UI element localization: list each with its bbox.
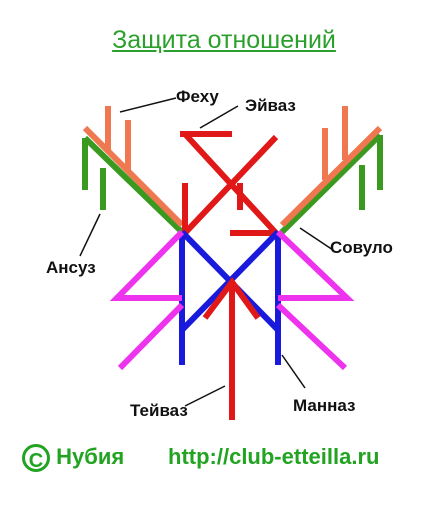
footer-author: C Нубия xyxy=(22,444,125,473)
label-eyvaz: Эйваз xyxy=(245,96,296,115)
ansuz-rune xyxy=(82,132,383,235)
fehu-rune xyxy=(82,106,383,228)
label-teyvaz: Тейваз xyxy=(130,401,188,420)
leader-lines xyxy=(79,97,334,407)
author-name: Нубия xyxy=(56,444,125,469)
label-sovulo: Совуло xyxy=(330,238,393,257)
site-url[interactable]: http://club-etteilla.ru xyxy=(168,444,380,469)
sovulo-rune xyxy=(109,229,355,371)
teyvaz-rune xyxy=(202,276,261,420)
label-ansuz: Ансуз xyxy=(46,258,96,277)
label-fehu: Феху xyxy=(176,87,219,106)
label-mannaz: Манназ xyxy=(293,396,356,415)
page-title: Защита отношений xyxy=(112,26,336,54)
eyvaz-rune xyxy=(180,131,283,241)
copyright-icon: C xyxy=(22,444,50,473)
